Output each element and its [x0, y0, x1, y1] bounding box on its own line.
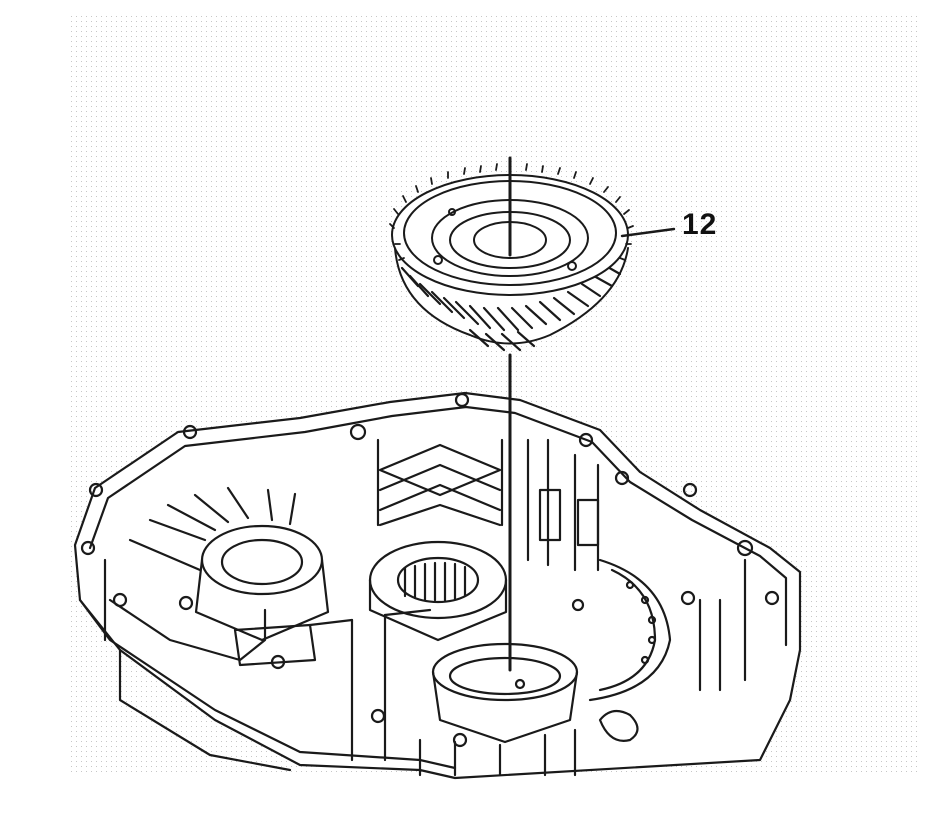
helical-teeth: [400, 264, 622, 352]
gear-tooth-ring: [389, 163, 634, 261]
callout-leader-line: [620, 227, 676, 238]
callout-label-12: 12: [682, 208, 718, 241]
transaxle-case: [73, 391, 802, 780]
